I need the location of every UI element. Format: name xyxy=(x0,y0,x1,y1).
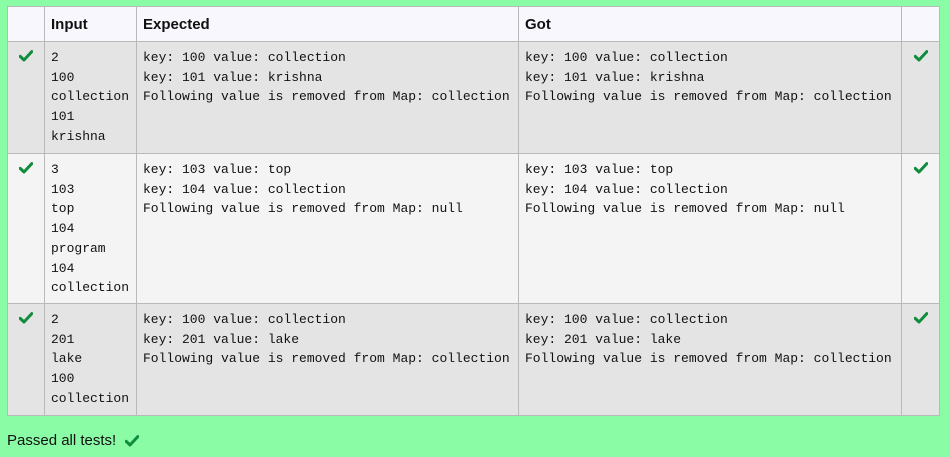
status-cell xyxy=(7,41,45,154)
input-cell: 2 201 lake 100 collection xyxy=(44,303,137,416)
status-cell xyxy=(7,153,45,304)
table-row: 2 201 lake 100 collection key: 100 value… xyxy=(7,303,940,416)
header-input: Input xyxy=(44,6,137,42)
input-cell: 2 100 collection 101 krishna xyxy=(44,41,137,154)
test-results-table: Input Expected Got 2 100 collection 101 … xyxy=(7,6,940,416)
table-header-row: Input Expected Got xyxy=(7,6,940,42)
result-cell xyxy=(901,303,940,416)
input-cell: 3 103 top 104 program 104 collection xyxy=(44,153,137,304)
check-icon xyxy=(19,312,33,324)
header-status xyxy=(7,6,45,42)
passed-message: Passed all tests! xyxy=(7,432,117,449)
check-icon xyxy=(913,312,928,324)
got-text: key: 103 value: top key: 104 value: coll… xyxy=(525,162,845,217)
expected-text: key: 103 value: top key: 104 value: coll… xyxy=(143,162,463,217)
got-text: key: 100 value: collection key: 101 valu… xyxy=(525,50,892,105)
got-cell: key: 100 value: collection key: 201 valu… xyxy=(518,303,902,416)
check-icon xyxy=(913,162,928,174)
status-cell xyxy=(7,303,45,416)
table-row: 2 100 collection 101 krishna key: 100 va… xyxy=(7,41,940,154)
table-row: 3 103 top 104 program 104 collection key… xyxy=(7,153,940,304)
expected-cell: key: 100 value: collection key: 201 valu… xyxy=(136,303,519,416)
check-icon xyxy=(125,434,140,447)
header-got: Got xyxy=(518,6,902,42)
expected-cell: key: 100 value: collection key: 101 valu… xyxy=(136,41,519,154)
expected-text: key: 100 value: collection key: 101 valu… xyxy=(143,50,510,105)
input-text: 2 201 lake 100 collection xyxy=(51,312,130,406)
expected-text: key: 100 value: collection key: 201 valu… xyxy=(143,312,510,367)
got-text: key: 100 value: collection key: 201 valu… xyxy=(525,312,892,367)
test-summary: Passed all tests! xyxy=(7,432,140,449)
check-icon xyxy=(19,162,33,174)
check-icon xyxy=(19,50,33,62)
check-icon xyxy=(913,50,928,62)
header-expected: Expected xyxy=(136,6,519,42)
expected-cell: key: 103 value: top key: 104 value: coll… xyxy=(136,153,519,304)
input-text: 2 100 collection 101 krishna xyxy=(51,50,130,144)
result-cell xyxy=(901,41,940,154)
input-text: 3 103 top 104 program 104 collection xyxy=(51,162,130,296)
result-cell xyxy=(901,153,940,304)
got-cell: key: 103 value: top key: 104 value: coll… xyxy=(518,153,902,304)
got-cell: key: 100 value: collection key: 101 valu… xyxy=(518,41,902,154)
header-result xyxy=(901,6,940,42)
